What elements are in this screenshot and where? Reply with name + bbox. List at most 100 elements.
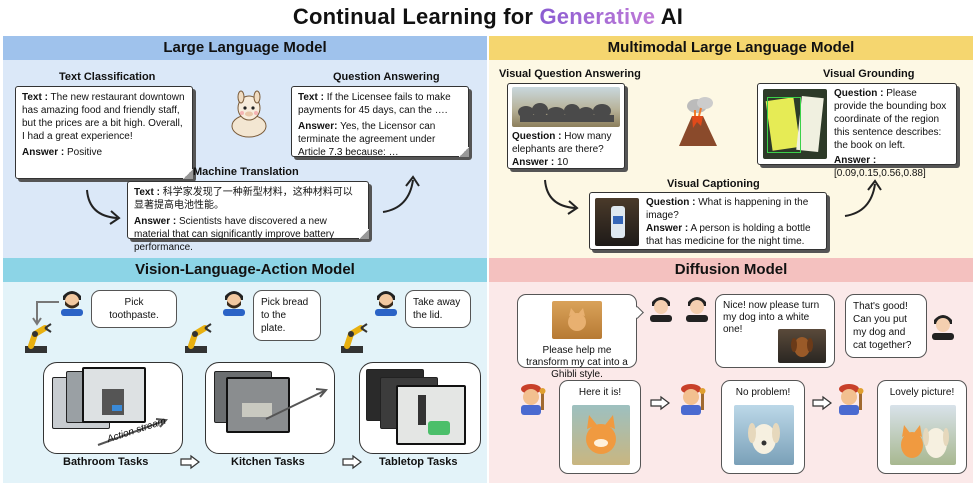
action-stream-arrow-icon: [97, 418, 169, 446]
tc-answer: Answer : Positive: [22, 147, 103, 158]
visual-grounding-label: Visual Grounding: [823, 68, 915, 80]
mllm-header: Multimodal Large Language Model: [489, 36, 973, 60]
vqa-answer: Answer : 10: [512, 157, 569, 168]
captioning-text: Question : What is happening in the imag…: [646, 196, 822, 248]
bot-message-3: Lovely picture!: [877, 380, 967, 474]
painter-avatar-icon: [839, 384, 864, 415]
ghibli-cat-subject-icon: [586, 415, 616, 454]
vla-bubble-3: Take away the lid.: [405, 290, 471, 328]
white-dog-subject-icon: [748, 423, 780, 454]
curved-arrow-icon: [544, 179, 579, 215]
mt-answer: Answer : Scientists have discovered a ne…: [134, 216, 335, 253]
question-answering-card: Text : If the Licensee fails to make pay…: [291, 86, 469, 158]
painter-avatar-icon: [521, 384, 546, 415]
text-classification-label: Text Classification: [59, 71, 156, 83]
user-avatar-icon: [686, 297, 708, 322]
visual-grounding-card: Question : Please provide the bounding b…: [757, 83, 957, 179]
cat-and-dog-image: [890, 405, 956, 465]
grounding-text: Question : Please provide the bounding b…: [834, 87, 952, 180]
note-fold-icon: [183, 169, 193, 179]
curved-arrow-icon: [382, 175, 420, 213]
bot-message-2: No problem!: [721, 380, 805, 474]
bot-message-1-text: Here it is!: [578, 387, 622, 398]
text-classification-card: Text : The new restaurant downtown has a…: [15, 86, 193, 179]
user-message-2: Nice! now please turn my dog into a whit…: [715, 294, 835, 368]
question-answering-label: Question Answering: [333, 71, 440, 83]
white-dog-image: [734, 405, 794, 465]
curved-arrow-icon: [86, 189, 121, 225]
tc-text: Text : The new restaurant downtown has a…: [22, 92, 185, 142]
bathroom-task-label: Bathroom Tasks: [63, 456, 149, 468]
cat-photo-subject-icon: [568, 308, 586, 331]
vla-bubble-2: Pick bread to the plate.: [253, 290, 321, 341]
bathroom-task-frame: Action stream: [43, 362, 183, 454]
bot-message-2-text: No problem!: [735, 387, 791, 398]
page-title: Continual Learning for Generative AI: [0, 4, 976, 30]
alpaca-icon: [231, 90, 267, 138]
diffusion-panel: Diffusion Model Please help me transform…: [489, 258, 973, 483]
kitchen-task-frame: [205, 362, 335, 454]
machine-translation-card: Text : 科学家发现了一种新型材料，这种材料可以显著提高电池性能。 Answ…: [127, 181, 369, 253]
user-avatar-icon: [650, 297, 672, 322]
ghibli-cat-image: [572, 405, 630, 465]
machine-translation-label: Machine Translation: [193, 166, 299, 178]
user-message-3: That's good! Can you put my dog and cat …: [845, 294, 927, 358]
painter-avatar-icon: [681, 384, 706, 415]
user-message-1-text: Please help me transform my cat into a G…: [526, 345, 628, 380]
double-arrow-icon: [650, 395, 670, 411]
bathroom-frame-3: [82, 367, 146, 423]
user-avatar-icon: [61, 291, 83, 316]
title-suffix: AI: [655, 4, 684, 29]
mllm-panel: Multimodal Large Language Model Visual Q…: [489, 36, 973, 258]
title-prefix: Continual Learning for: [292, 4, 540, 29]
title-highlight: Generative: [539, 4, 656, 29]
user-message-1: Please help me transform my cat into a G…: [517, 294, 637, 380]
user-avatar-icon: [375, 291, 397, 316]
vqa-question: Question : How many elephants are there?: [512, 131, 612, 155]
llm-header: Large Language Model: [3, 36, 487, 60]
tabletop-task-frame: [359, 362, 481, 454]
volcano-icon: [679, 97, 717, 146]
qa-text: Text : If the Licensee fails to make pay…: [298, 92, 451, 116]
cat-and-dog-subject-icon: [901, 425, 949, 458]
mt-text: Text : 科学家发现了一种新型材料，这种材料可以显著提高电池性能。: [134, 187, 353, 211]
grounding-answer: Answer : [0.09,0.15,0.56,0.88]: [834, 155, 926, 179]
robot-arm-icon: [25, 323, 52, 353]
note-fold-icon: [359, 229, 369, 239]
visual-captioning-card: Question : What is happening in the imag…: [589, 192, 827, 250]
tabletop-task-label: Tabletop Tasks: [379, 456, 458, 468]
visual-captioning-label: Visual Captioning: [667, 178, 760, 190]
vqa-label: Visual Question Answering: [499, 68, 641, 80]
books-image: [763, 89, 827, 159]
captioning-question: Question : What is happening in the imag…: [646, 197, 809, 221]
captioning-answer: Answer : A person is holding a bottle th…: [646, 223, 811, 247]
vla-bubble-1: Pick toothpaste.: [91, 290, 177, 328]
robot-arm-icon: [185, 323, 212, 353]
bot-message-3-text: Lovely picture!: [889, 387, 955, 398]
tabletop-frame-3: [396, 385, 466, 445]
elephants-image: [512, 87, 620, 127]
user-avatar-icon: [932, 315, 954, 340]
dog-photo-subject-icon: [791, 337, 813, 357]
double-arrow-icon: [342, 454, 362, 470]
action-stream-arrow-icon: [265, 388, 329, 420]
kitchen-task-label: Kitchen Tasks: [231, 456, 305, 468]
robot-arm-icon: [341, 323, 368, 353]
bottle-image: [595, 198, 639, 246]
vla-panel: Vision-Language-Action Model Pick toothp…: [3, 258, 487, 483]
bot-message-1: Here it is!: [559, 380, 641, 474]
vla-header: Vision-Language-Action Model: [3, 258, 487, 282]
user-avatar-icon: [223, 291, 245, 316]
dog-photo: [778, 329, 826, 363]
double-arrow-icon: [180, 454, 200, 470]
llm-panel: Large Language Model Text Classification…: [3, 36, 487, 258]
note-fold-icon: [459, 147, 469, 157]
double-arrow-icon: [812, 395, 832, 411]
vqa-card: Question : How many elephants are there?…: [507, 83, 625, 169]
diffusion-header: Diffusion Model: [489, 258, 973, 282]
cat-photo: [552, 301, 602, 339]
kitchen-frame-2: [226, 377, 290, 433]
grounding-question: Question : Please provide the bounding b…: [834, 88, 947, 151]
user-message-2-text: Nice! now please turn my dog into a whit…: [723, 300, 820, 335]
elephant-herd-icon: [518, 103, 614, 122]
